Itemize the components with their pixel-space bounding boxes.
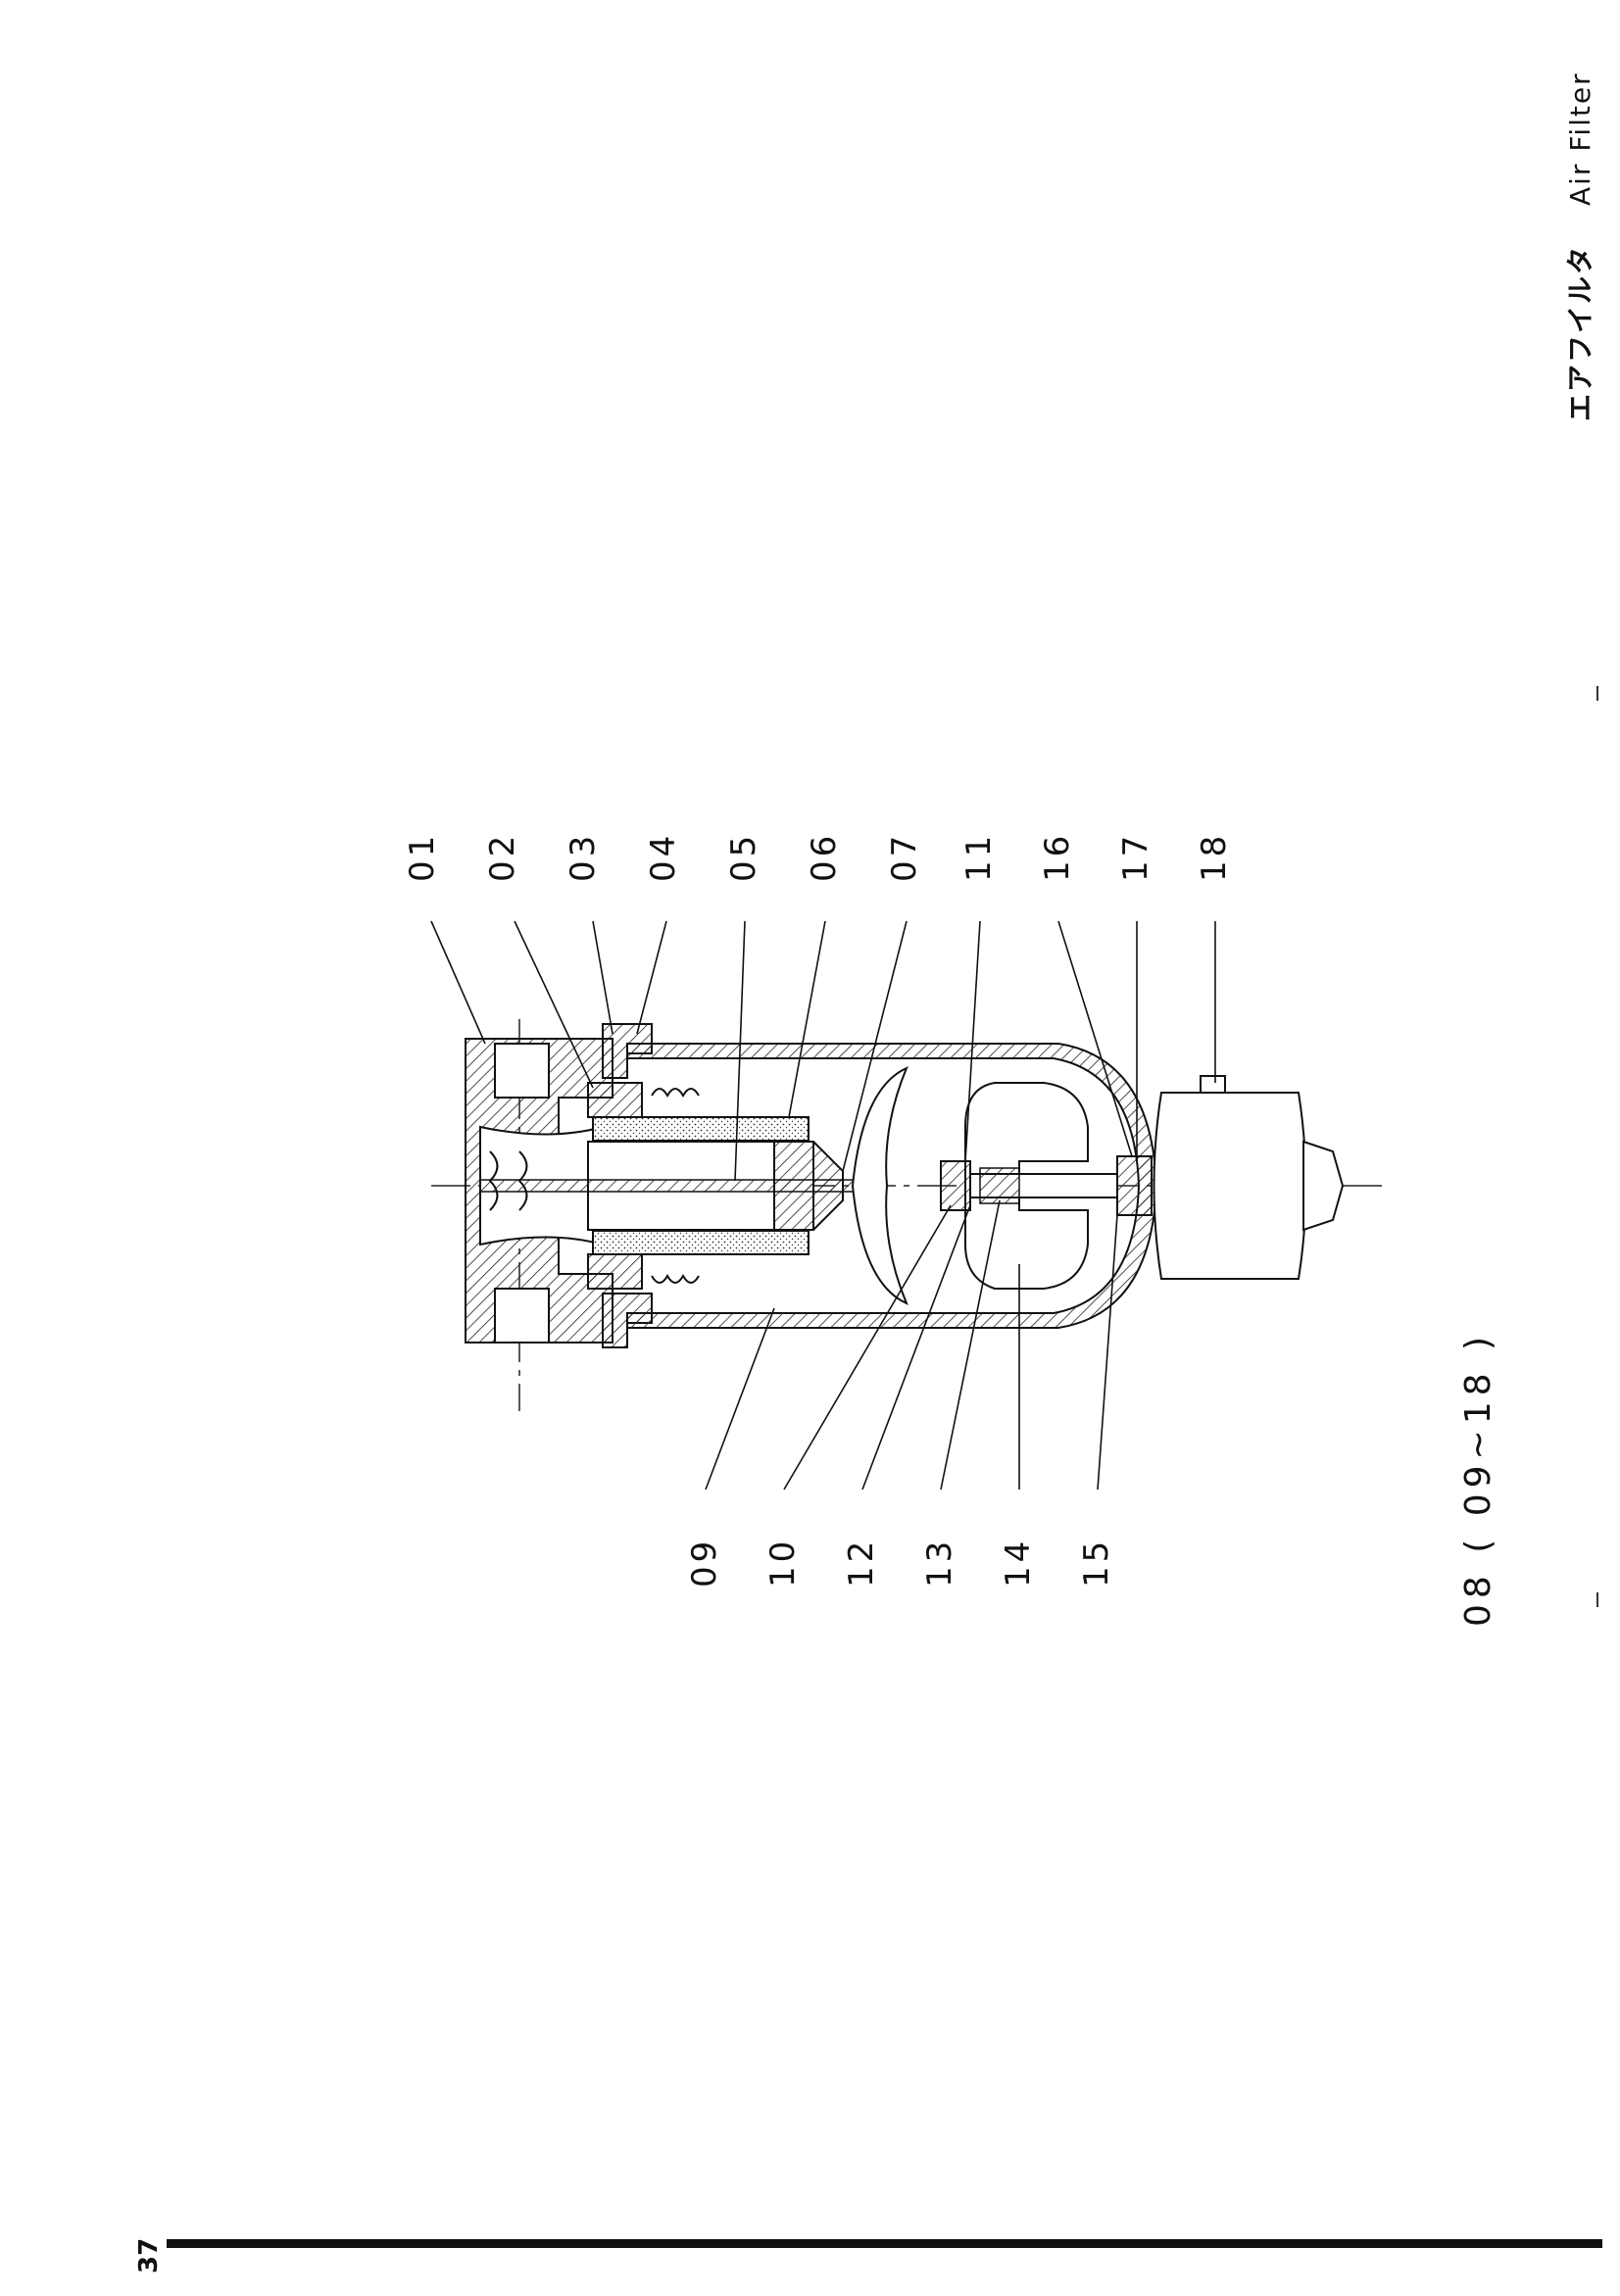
center-stud — [479, 1179, 873, 1193]
callout-06: 06 — [805, 832, 844, 882]
header-title-jp: エアフイルタ — [1564, 245, 1596, 421]
callout-14: 14 — [999, 1538, 1038, 1588]
callout-01: 01 — [403, 832, 442, 882]
callout-04: 04 — [644, 832, 683, 882]
float — [964, 1082, 1089, 1290]
callout-02: 02 — [483, 832, 522, 882]
louver-top — [651, 1088, 700, 1099]
deflector-top — [587, 1082, 643, 1118]
callout-13: 13 — [920, 1538, 959, 1588]
filter-element-top — [592, 1116, 810, 1142]
louver-bottom — [651, 1273, 700, 1284]
air-filter-section-drawing — [431, 1019, 1382, 1411]
header: Air Filter — [1564, 72, 1596, 206]
valve-nut — [940, 1160, 971, 1211]
drain-cock-pin — [1200, 1075, 1226, 1094]
callout-12: 12 — [842, 1538, 881, 1588]
leader-lines — [430, 920, 1216, 1490]
callout-labels: 01 02 03 04 05 06 07 11 16 17 18 09 10 1… — [403, 832, 1234, 1588]
filter-bowl — [626, 1043, 1158, 1329]
page-number: 37 — [134, 2238, 164, 2273]
header-title-en: Air Filter — [1564, 72, 1596, 206]
callout-15: 15 — [1077, 1538, 1116, 1588]
callout-17: 17 — [1116, 832, 1155, 882]
baffle — [851, 1066, 908, 1305]
bottom-rule — [167, 2239, 1602, 2248]
callout-11: 11 — [959, 832, 999, 882]
callout-05: 05 — [724, 832, 763, 882]
valve-seat — [979, 1167, 1020, 1204]
drain-body — [1116, 1155, 1153, 1216]
subassembly-label: 08 ( 09~18 ) — [1458, 1331, 1498, 1627]
deflector-bottom — [587, 1253, 643, 1290]
callout-03: 03 — [564, 832, 603, 882]
callout-18: 18 — [1195, 832, 1234, 882]
drain-cock — [1153, 1092, 1307, 1280]
callout-09: 09 — [685, 1538, 724, 1588]
drain-cock-knob — [1302, 1140, 1345, 1232]
callout-07: 07 — [885, 832, 924, 882]
filter-element-bottom — [592, 1230, 810, 1255]
callout-10: 10 — [763, 1538, 803, 1588]
callout-16: 16 — [1038, 832, 1077, 882]
